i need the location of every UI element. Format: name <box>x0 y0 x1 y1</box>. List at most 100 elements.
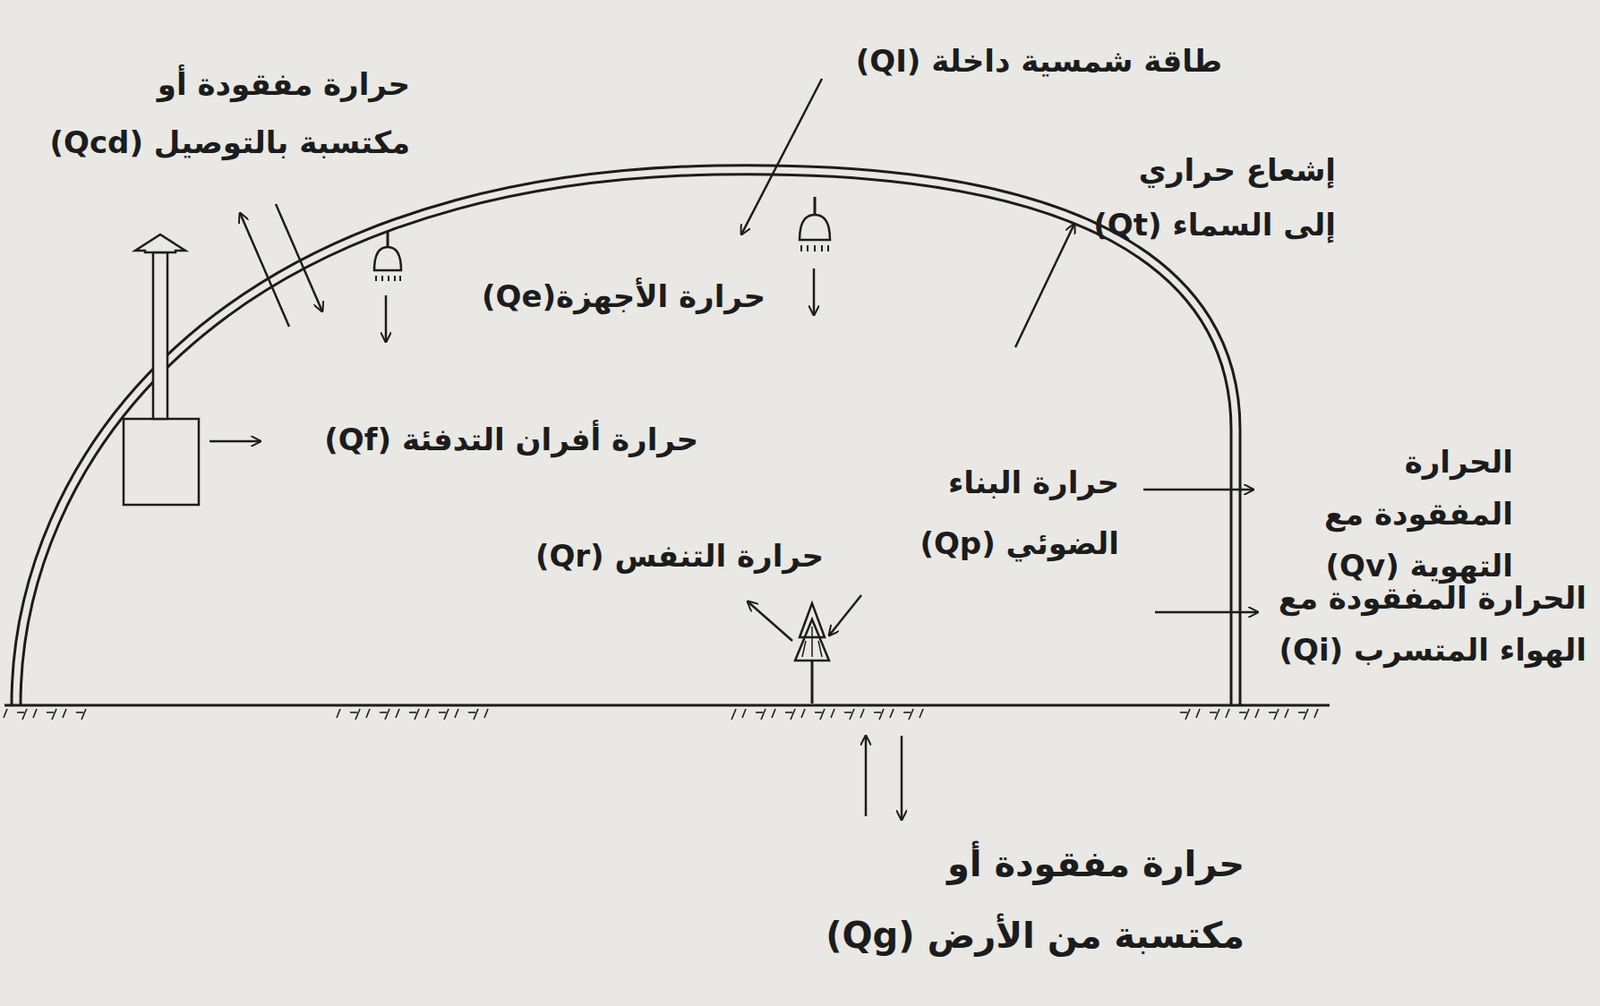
hatch-stroke <box>1185 709 1190 720</box>
hatch-stroke <box>385 709 390 720</box>
hatch-stroke <box>908 709 914 720</box>
hatch-stroke <box>454 709 459 719</box>
hatch-stroke <box>46 711 54 714</box>
heat-term-label: حرارة أفران التدفئة (Qf) <box>268 419 699 463</box>
heat-term-label: الحرارة المفقودة مع التهوية (Qv) <box>1271 436 1514 592</box>
hatch-stroke <box>350 711 358 714</box>
heat-term-label: حرارة مفقودة أو مكتسبة من الأرض (Qg) <box>778 828 1245 972</box>
heat-term-label: حرارة التنفس (Qr) <box>483 535 824 579</box>
ground-heat-up-arrow <box>864 735 868 817</box>
hatch-stroke <box>785 711 793 714</box>
hatch-stroke <box>1298 711 1306 714</box>
conduction-out-arrow <box>239 213 290 327</box>
lamp-stem <box>813 196 817 215</box>
hatch-stroke <box>814 711 822 714</box>
hatch-stroke <box>790 709 796 720</box>
ventilation-arrow <box>1143 488 1254 492</box>
greenhouse-cover-inner <box>16 170 1236 705</box>
hatch-stroke <box>409 711 417 714</box>
hatch-stroke <box>33 709 37 719</box>
hatch-stroke <box>395 709 400 719</box>
greenhouse-cover-outer <box>16 170 1236 705</box>
lamp-rays <box>376 275 401 282</box>
hatch-stroke <box>81 709 86 720</box>
heat-term-label: حرارة الأجهزة(Qe) <box>425 275 766 319</box>
hatch-stroke <box>473 709 479 720</box>
chimney-arrow <box>135 234 186 253</box>
hatch-stroke <box>414 709 420 720</box>
heat-term-label: الحرارة المفقودة مع الهواء المتسرب (Qi) <box>1264 573 1587 677</box>
hatch-stroke <box>820 709 825 720</box>
respiration-arrow <box>747 601 793 642</box>
hatch-stroke <box>1268 711 1276 714</box>
hatch-stroke <box>76 711 84 714</box>
lamp-shade <box>799 214 830 240</box>
hatch-stroke <box>1180 711 1188 714</box>
hatch-stroke <box>17 711 25 714</box>
hatch-stroke <box>355 709 360 720</box>
hatch-stroke <box>849 709 855 720</box>
lamp-heat-arrow <box>812 268 816 316</box>
hatch-stroke <box>755 711 763 714</box>
hatch-stroke <box>879 709 884 720</box>
ground-line <box>4 704 1330 708</box>
lamp-stem <box>386 231 390 248</box>
heat-term-label: إشعاع حراري إلى السماء (Qt) <box>1040 143 1336 253</box>
plant-leaves <box>795 603 830 661</box>
hatch-stroke <box>1239 711 1247 714</box>
heat-term-label: حرارة البناء الضوئي (Qp) <box>868 452 1120 574</box>
lamp-heat-arrow <box>385 295 388 343</box>
hatch-stroke <box>62 709 67 719</box>
heating-furnace <box>123 419 199 505</box>
lamp <box>799 196 830 252</box>
conduction-in-arrow <box>275 204 323 312</box>
hatch-stroke <box>1209 711 1217 714</box>
hatch-stroke <box>1314 709 1318 719</box>
hatch-stroke <box>919 709 924 719</box>
infiltration-arrow <box>1155 611 1258 615</box>
lamp-rays <box>801 245 829 252</box>
hatch-stroke <box>1303 709 1309 720</box>
hatch-stroke <box>438 711 446 714</box>
hatch-stroke <box>1284 709 1289 719</box>
chimney-pipe <box>153 252 168 420</box>
heat-flow-arrows <box>209 78 1258 821</box>
hatch-stroke <box>366 709 370 719</box>
hatch-stroke <box>1274 709 1279 720</box>
furnace-heat-arrow <box>209 440 261 444</box>
hatch-stroke <box>425 709 429 719</box>
hatch-stroke <box>1255 709 1259 719</box>
plant <box>795 603 830 704</box>
hatch-stroke <box>336 709 341 719</box>
hatch-stroke <box>761 709 766 720</box>
heat-term-label: حرارة مفقودة أو مكتسبة بالتوصيل (Qcd) <box>34 55 411 172</box>
ground-hatching <box>3 709 1318 720</box>
hatch-stroke <box>889 709 894 719</box>
hatch-stroke <box>1244 709 1250 720</box>
hatch-stroke <box>830 709 835 719</box>
hatch-stroke <box>731 709 736 720</box>
hatch-stroke <box>468 711 476 714</box>
lamp-shade <box>374 247 402 271</box>
hatch-stroke <box>1225 709 1230 719</box>
heat-term-label: طاقة شمسية داخلة (QI) <box>801 40 1223 84</box>
hatch-stroke <box>860 709 865 719</box>
hatch-stroke <box>771 709 776 719</box>
photosynthesis-arrow <box>829 595 862 636</box>
hatch-stroke <box>1196 709 1200 719</box>
hatch-stroke <box>844 711 852 714</box>
hatch-stroke <box>51 709 57 720</box>
hatch-stroke <box>801 709 805 719</box>
hatch-stroke <box>903 711 911 714</box>
radiation-arrow <box>1015 223 1075 348</box>
hatch-stroke <box>379 711 387 714</box>
solar-arrow <box>741 78 822 235</box>
hatch-stroke <box>1214 709 1220 720</box>
hatch-stroke <box>444 709 449 720</box>
hatch-stroke <box>484 709 488 719</box>
hatch-stroke <box>3 709 8 719</box>
lamp <box>374 231 402 282</box>
hatch-stroke <box>873 711 882 714</box>
